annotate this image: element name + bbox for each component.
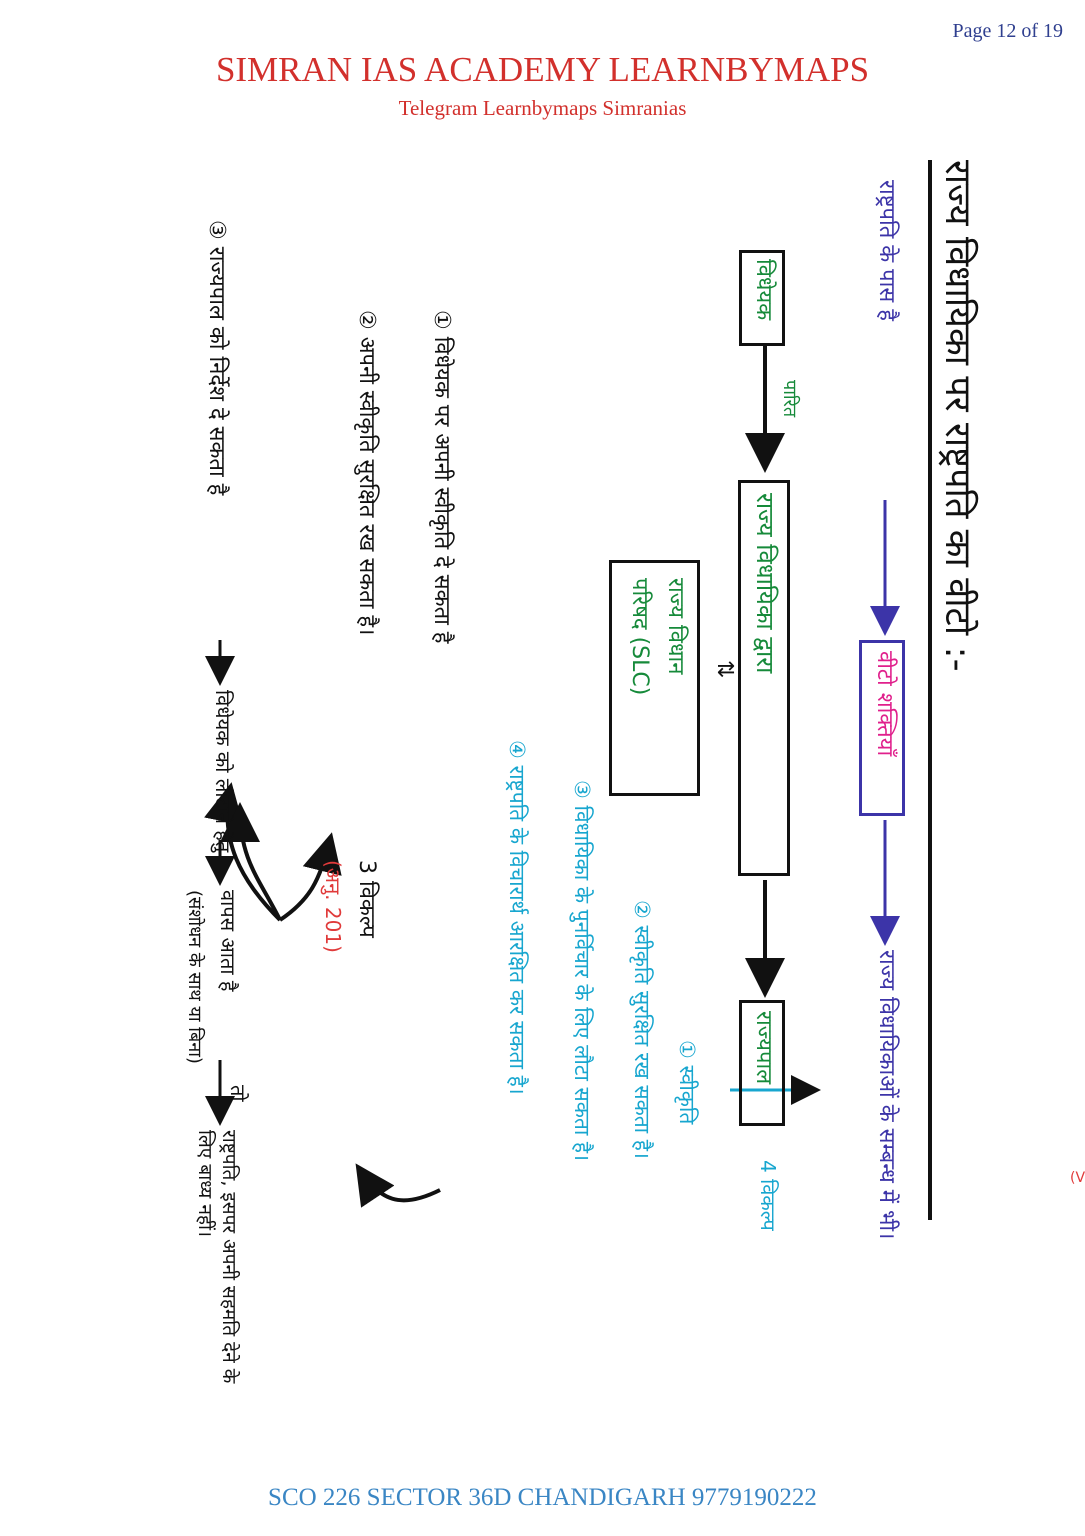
council-box: राज्य विधान परिषद (SLC)	[609, 560, 700, 796]
gov-option-2: ② स्वीकृति सुरक्षित रख सकता है।	[630, 900, 654, 1159]
map-code: (VET-5) 118	[1070, 1170, 1085, 1186]
page-number: Page 12 of 19	[952, 20, 1063, 42]
gov-option-3: ③ विधायिका के पुनर्विचार के लिए लौटा सकत…	[570, 780, 594, 1162]
return-bill: विधेयक को लौटाने हेतु	[211, 690, 235, 853]
pres-option-3: ③ राज्यपाल को निर्देश दे सकता है	[204, 220, 229, 496]
bicameral-symbol: ⇅	[712, 660, 737, 679]
council-line1: राज्य विधान	[663, 578, 688, 675]
four-options: 4 विकल्प	[756, 1160, 780, 1231]
branch-3	[278, 832, 342, 922]
map-title: राज्य विधायिका पर राष्ट्रपति का वीटो :-	[937, 160, 978, 672]
governor: राज्यपाल	[751, 1011, 776, 1085]
academy-title: SIMRAN IAS ACADEMY LEARNBYMAPS	[215, 50, 870, 89]
governor-box: राज्यपाल	[739, 1000, 785, 1126]
president-has: राष्ट्रपति के पास है	[874, 180, 899, 321]
gov-option-1: ① स्वीकृति	[675, 1040, 699, 1125]
footer-address: SCO 226 SECTOR 36D CHANDIGARH 9779190222	[268, 1484, 817, 1511]
passed: पारित	[779, 380, 800, 418]
pres-option-1: ① विधेयक पर अपनी स्वीकृति दे सकता है	[429, 310, 454, 644]
branch-2	[220, 802, 282, 921]
president-arrow	[355, 1163, 441, 1208]
map-arrows	[204, 160, 932, 1220]
bill: विधेयक	[751, 259, 776, 321]
gov-option-4: ④ राष्ट्रपति के विचारार्थ आरक्षित कर सकत…	[505, 740, 529, 1095]
then: तो	[226, 1085, 250, 1102]
veto-powers: वीटो शक्तियाँ	[872, 651, 897, 757]
legislature: राज्य विधायिका द्वारा	[751, 493, 779, 674]
state-legislatures-relation: राज्य विधायिकाओं के सम्बन्ध में भी।	[874, 950, 899, 1240]
comes-back: वापस आता है	[216, 890, 240, 992]
amendment: (संशोधन के साथ या बिना)	[184, 890, 205, 1064]
telegram-subtitle: Telegram Learnbymaps Simranias	[398, 96, 687, 120]
final-note: राष्ट्रपति, इसपर अपनी सहमति देने के लिए …	[194, 1130, 240, 1384]
article-201: (अनु. 201)	[321, 860, 345, 953]
three-options: 3 विकल्प	[354, 860, 379, 938]
legislature-box: राज्य विधायिका द्वारा	[738, 480, 790, 876]
bill-box: विधेयक	[739, 250, 785, 346]
mind-map: (VET-5) 118 राज्य विधायिका पर राष्ट्रपति…	[80, 160, 1085, 1400]
veto-box: वीटो शक्तियाँ	[859, 640, 905, 816]
pres-option-2: ② अपनी स्वीकृति सुरक्षित रख सकता है।	[354, 310, 379, 636]
council-line2: परिषद (SLC)	[627, 578, 652, 696]
